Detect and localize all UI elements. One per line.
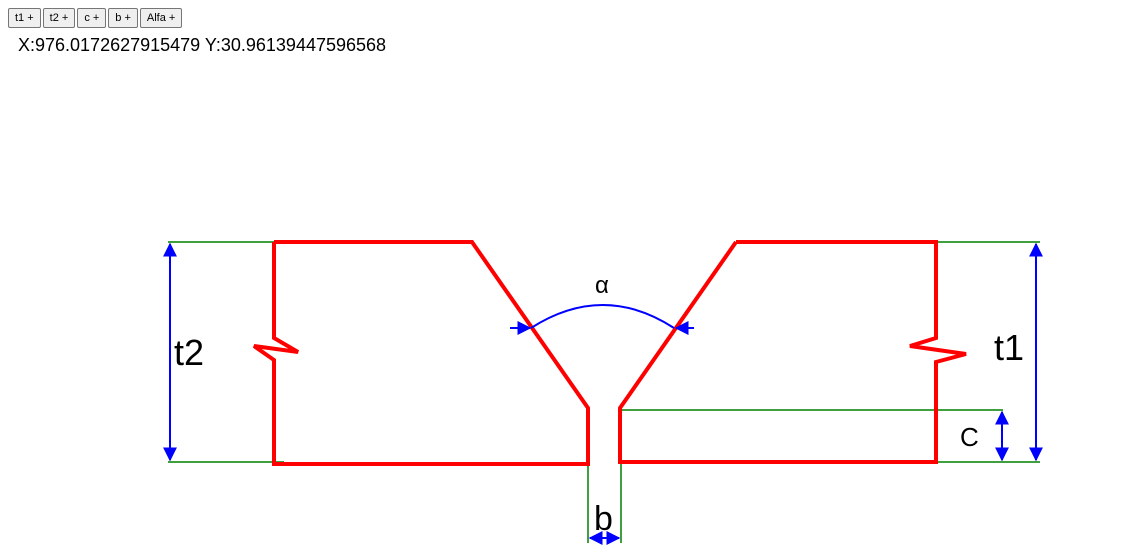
toolbar: t1 + t2 + c + b + Alfa + — [8, 8, 183, 28]
dimension-lines — [163, 242, 1043, 545]
c-plus-button[interactable]: c + — [77, 8, 107, 28]
left-plate-outline — [252, 240, 590, 466]
b-label: b — [594, 500, 613, 538]
alfa-plus-button[interactable]: Alfa + — [139, 8, 183, 28]
cursor-coordinates: X:976.0172627915479 Y:30.96139447596568 — [18, 35, 387, 55]
extension-lines — [168, 241, 1040, 543]
t1-plus-button[interactable]: t1 + — [8, 8, 41, 28]
alpha-dimension-arc — [530, 304, 675, 329]
right-plate-outline — [618, 240, 967, 464]
b-plus-button[interactable]: b + — [108, 8, 138, 28]
alpha-label: α — [595, 272, 609, 299]
c-label: C — [960, 422, 979, 452]
t2-plus-button[interactable]: t2 + — [42, 8, 76, 28]
t2-label: t2 — [174, 332, 204, 373]
t1-label: t1 — [994, 327, 1024, 368]
